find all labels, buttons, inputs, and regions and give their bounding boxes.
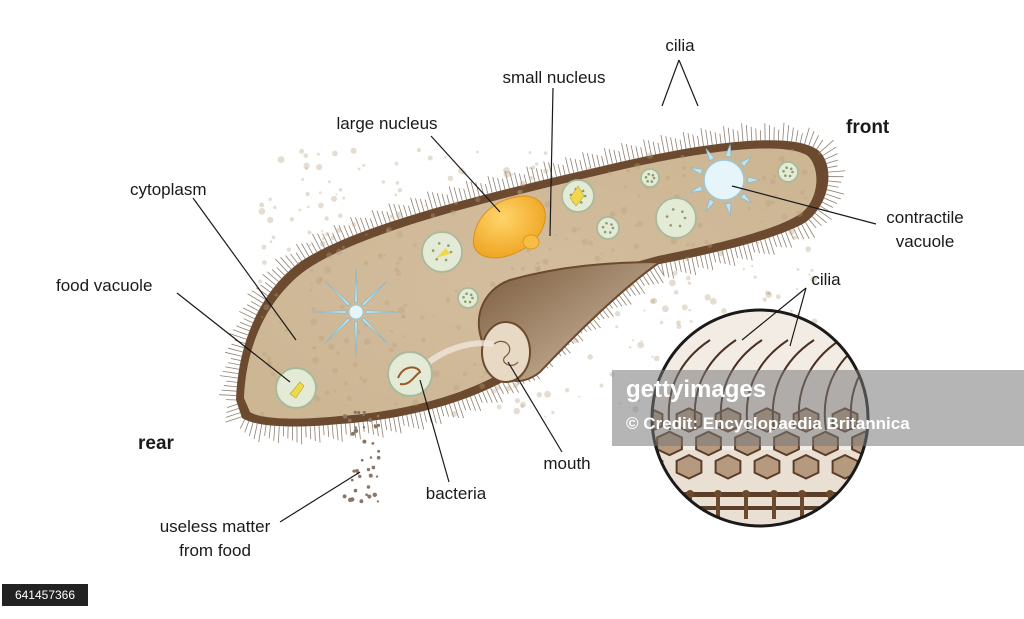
image-id-badge: 641457366	[2, 584, 88, 606]
label-cilia-inset: cilia	[796, 270, 856, 290]
watermark-credit: © Credit: Encyclopaedia Britannica	[626, 414, 910, 434]
label-bacteria: bacteria	[414, 484, 498, 504]
label-mouth: mouth	[532, 454, 602, 474]
label-cytoplasm: cytoplasm	[130, 180, 207, 200]
label-food-vacuole: food vacuole	[56, 276, 152, 296]
label-large-nucleus: large nucleus	[322, 114, 452, 134]
small-nucleus	[523, 235, 539, 249]
label-vacuole: vacuole	[872, 232, 978, 252]
label-small-nucleus: small nucleus	[486, 68, 622, 88]
label-contractile: contractile	[872, 208, 978, 228]
label-useless-matter: useless matter	[140, 517, 290, 537]
bacteria-vacuole	[388, 352, 432, 396]
food-vacuole-rear	[276, 368, 316, 408]
watermark-brand: gettyimages	[626, 376, 766, 404]
contractile-vacuole-rear	[312, 268, 400, 356]
watermark-credit-mark: ©	[626, 414, 639, 433]
watermark-credit-text: Credit: Encyclopaedia Britannica	[643, 414, 909, 433]
label-from-food: from food	[140, 541, 290, 561]
label-rear: rear	[138, 434, 174, 454]
waste-particles	[343, 411, 381, 503]
label-cilia-top: cilia	[650, 36, 710, 56]
watermark-banner: gettyimages © Credit: Encyclopaedia Brit…	[612, 370, 1024, 446]
label-front: front	[846, 118, 889, 138]
mouth-opening	[482, 322, 530, 382]
